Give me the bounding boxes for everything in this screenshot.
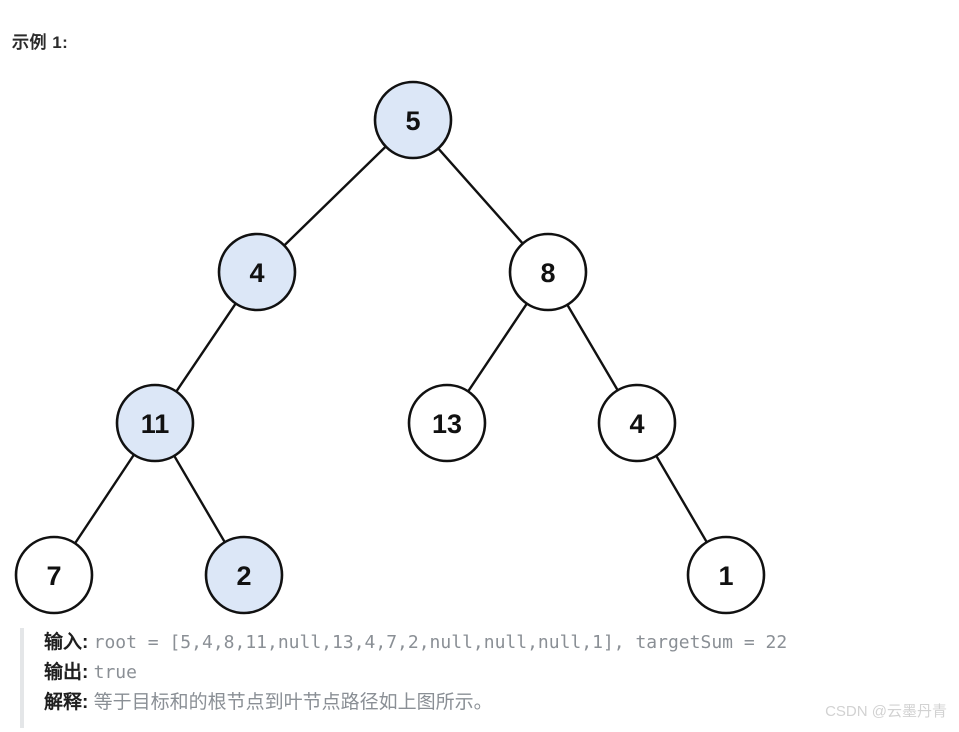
- tree-edge: [281, 143, 389, 249]
- tree-node: 11: [115, 383, 195, 463]
- tree-edge: [435, 145, 526, 247]
- tree-node: 1: [686, 535, 766, 615]
- tree-edge: [72, 451, 137, 547]
- tree-node-circle: [115, 383, 195, 463]
- tree-edge: [653, 452, 710, 546]
- tree-node-circle: [597, 383, 677, 463]
- tree-node-label: 7: [46, 561, 61, 591]
- input-value: root = [5,4,8,11,null,13,4,7,2,null,null…: [93, 632, 788, 653]
- binary-tree-diagram: 5 4 8 11 13 4 7 2 1: [14, 80, 766, 615]
- tree-node-circle: [14, 535, 94, 615]
- tree-node-label: 8: [540, 258, 555, 288]
- tree-node-label: 2: [236, 561, 251, 591]
- tree-edge-group: [72, 143, 710, 547]
- tree-node: 4: [597, 383, 677, 463]
- tree-node-label: 4: [249, 258, 264, 288]
- tree-node-label: 1: [718, 561, 733, 591]
- tree-node-circle: [217, 232, 297, 312]
- tree-node: 13: [407, 383, 487, 463]
- tree-node: 7: [14, 535, 94, 615]
- tree-node-group: 5 4 8 11 13 4 7 2 1: [14, 80, 766, 615]
- tree-node-label: 13: [432, 409, 462, 439]
- tree-node-circle: [508, 232, 588, 312]
- tree-node-circle: [204, 535, 284, 615]
- tree-edge: [173, 300, 239, 395]
- page-title: 示例 1:: [12, 33, 69, 52]
- csdn-watermark: CSDN @云墨丹青: [825, 703, 947, 720]
- tree-edge: [565, 301, 620, 394]
- tree-node: 2: [204, 535, 284, 615]
- explanation-line: 解释: 等于目标和的根节点到叶节点路径如上图所示。: [44, 688, 950, 718]
- input-line: 输入: root = [5,4,8,11,null,13,4,7,2,null,…: [44, 628, 950, 658]
- tree-node: 4: [217, 232, 297, 312]
- tree-node-label: 5: [405, 106, 420, 136]
- output-line: 输出: true: [44, 658, 950, 688]
- tree-edge: [171, 452, 228, 546]
- output-value: true: [93, 662, 137, 683]
- tree-edge: [465, 300, 530, 395]
- tree-node: 5: [373, 80, 453, 160]
- tree-node-label: 4: [629, 409, 644, 439]
- tree-node-label: 11: [141, 409, 170, 439]
- tree-node-circle: [407, 383, 487, 463]
- input-label: 输入:: [44, 632, 89, 653]
- tree-node: 8: [508, 232, 588, 312]
- explanation-value: 等于目标和的根节点到叶节点路径如上图所示。: [93, 692, 493, 713]
- explanation-label: 解释:: [44, 692, 89, 713]
- io-description-block: 输入: root = [5,4,8,11,null,13,4,7,2,null,…: [20, 628, 950, 728]
- output-label: 输出:: [44, 662, 89, 683]
- tree-node-circle: [686, 535, 766, 615]
- tree-node-circle: [373, 80, 453, 160]
